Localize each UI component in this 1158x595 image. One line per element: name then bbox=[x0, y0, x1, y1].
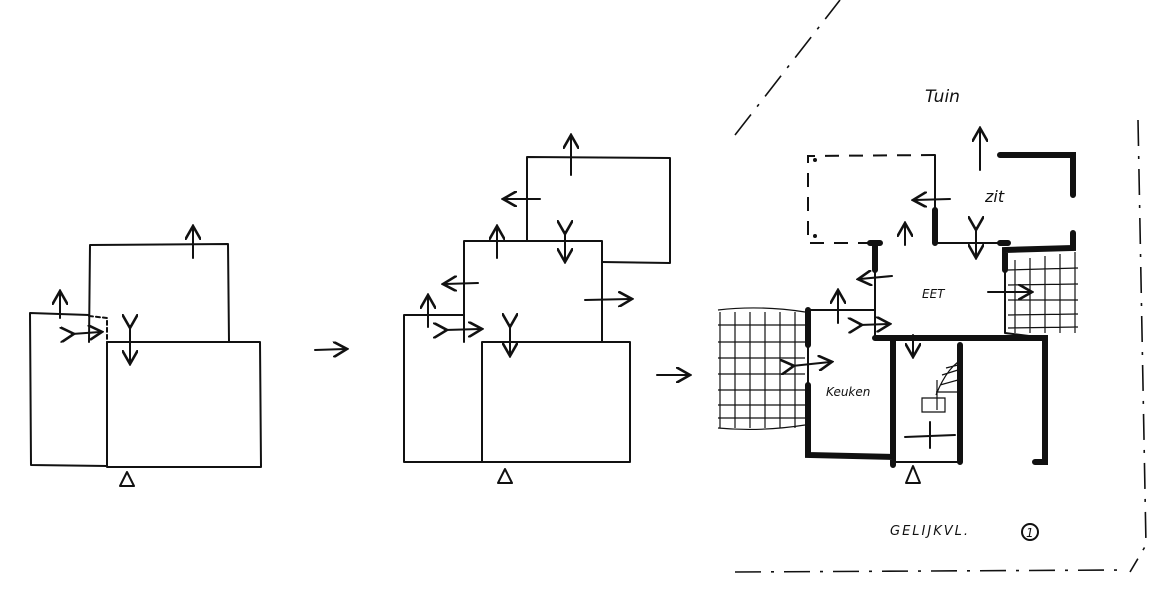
door-arrows bbox=[60, 228, 193, 362]
label-floor: GELIJKVL. bbox=[890, 524, 970, 539]
sheet-number-circle bbox=[1021, 523, 1039, 541]
door-arrows bbox=[428, 137, 630, 354]
sheet-number: 1 bbox=[1026, 526, 1034, 540]
site-boundary bbox=[734, 569, 1126, 573]
label-kitchen: Keuken bbox=[826, 385, 870, 399]
sketch-1 bbox=[29, 228, 262, 487]
site-boundary bbox=[1129, 119, 1147, 573]
entrance-triangle-icon bbox=[497, 468, 513, 484]
label-dining: EET bbox=[922, 287, 946, 301]
door-arrows bbox=[792, 130, 1030, 366]
label-sitting: zit bbox=[984, 187, 1005, 206]
label-garden: Tuin bbox=[925, 87, 960, 107]
sketch-3: Tuin zit EET Keuken GELIJKVL. 1 bbox=[717, 0, 1147, 573]
transition-arrow-icon bbox=[314, 349, 345, 350]
site-boundary bbox=[734, 0, 841, 136]
entrance-triangle-icon bbox=[119, 471, 135, 487]
terrace-hatch bbox=[717, 307, 806, 431]
stair-icon bbox=[904, 361, 959, 449]
sketch-2 bbox=[403, 137, 671, 484]
entrance-triangle-icon bbox=[905, 465, 921, 484]
